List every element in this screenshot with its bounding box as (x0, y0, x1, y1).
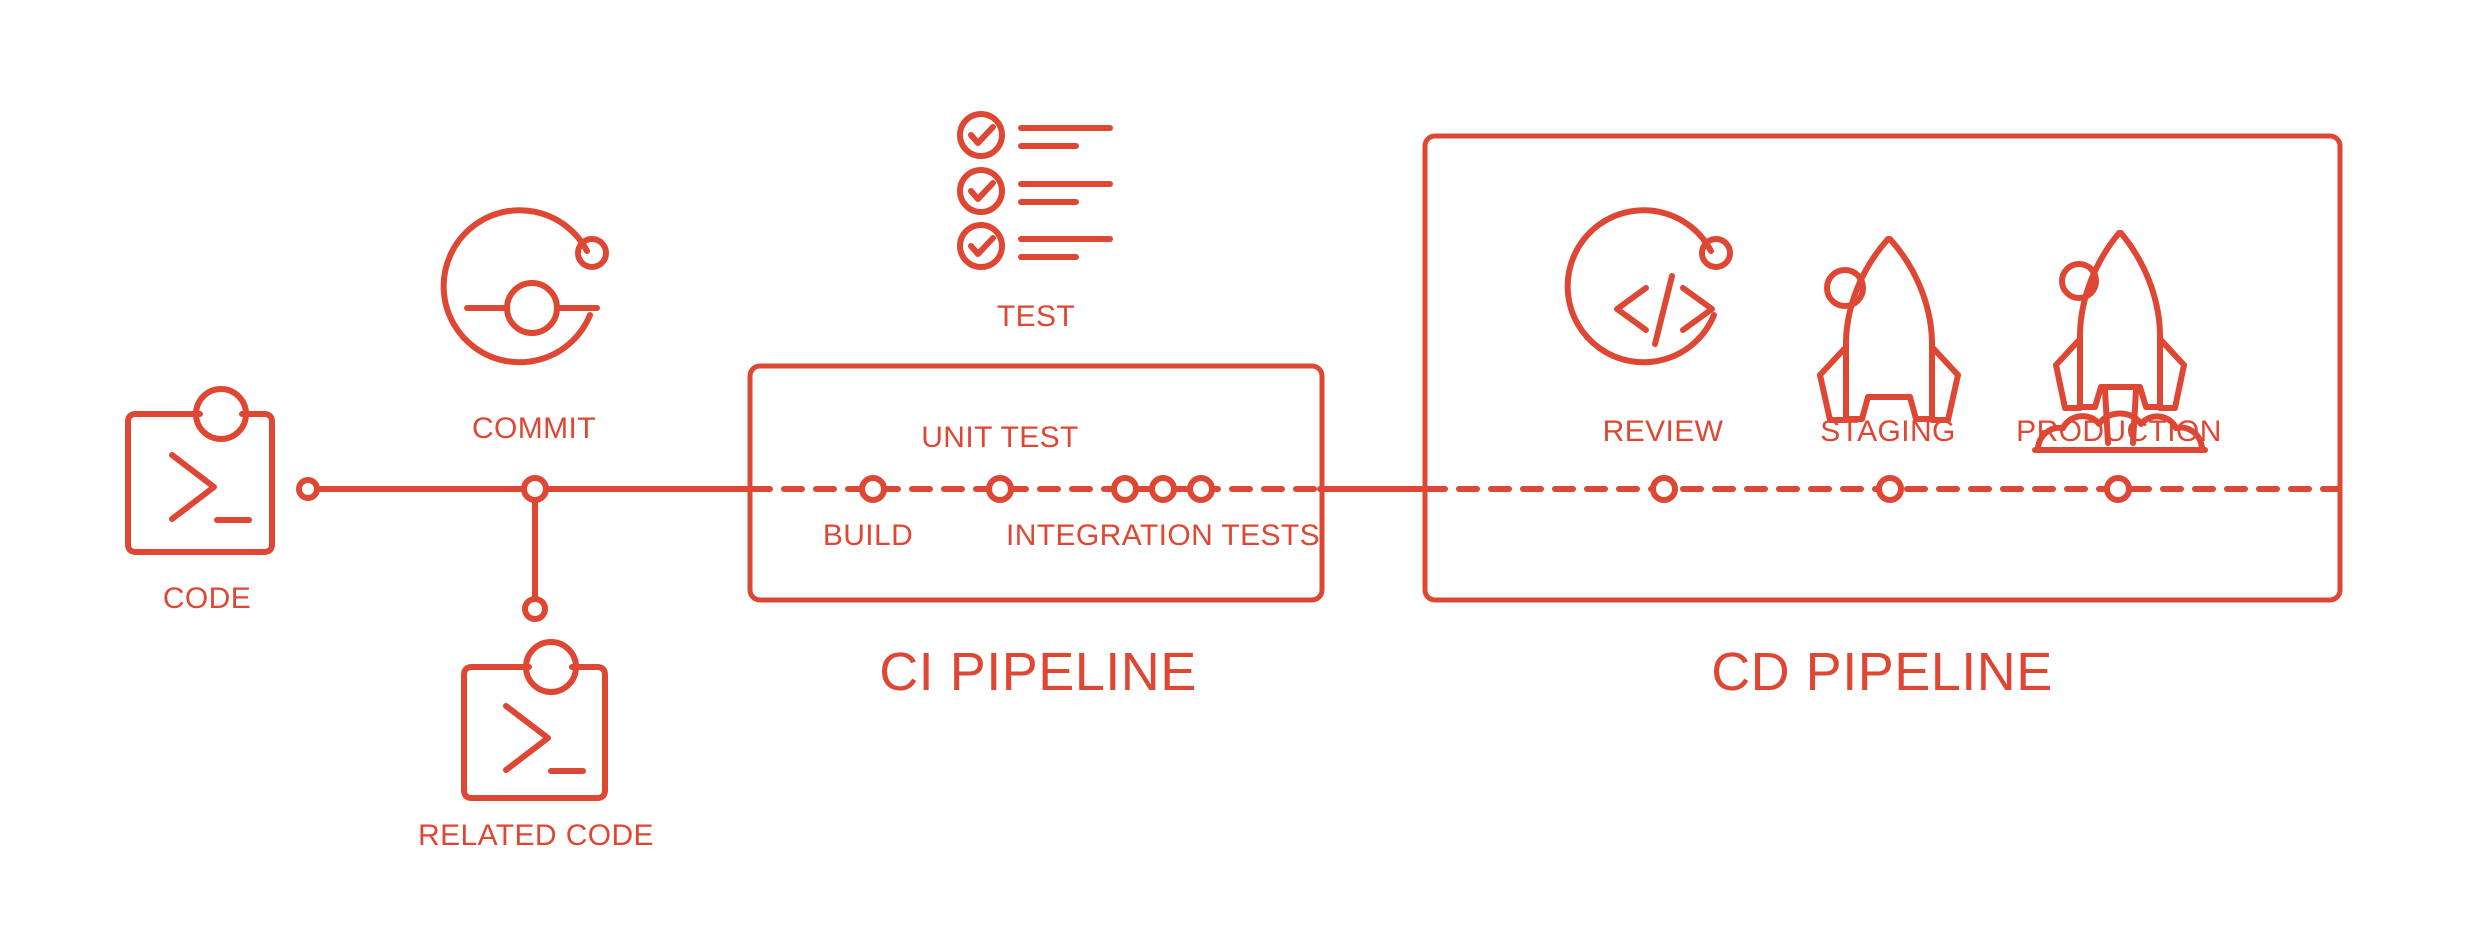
timeline-node-related-code[interactable] (522, 596, 548, 622)
timeline-node-unit-test[interactable] (986, 475, 1014, 503)
related-code-icon (461, 639, 608, 801)
test-icon (957, 111, 1113, 270)
code-icon (125, 386, 275, 555)
review-label: REVIEW (1603, 415, 1724, 448)
timeline-node-integration-test-2[interactable] (1149, 475, 1177, 503)
code-label: CODE (163, 582, 251, 615)
timeline-node-review[interactable] (1650, 475, 1678, 503)
timeline-node-staging[interactable] (1876, 475, 1904, 503)
timeline-node-integration-test-3[interactable] (1187, 475, 1215, 503)
production-label: PRODUCTION (2016, 415, 2222, 448)
production-icon (2032, 230, 2208, 453)
timeline-node-commit[interactable] (521, 475, 549, 503)
staging-label: STAGING (1820, 415, 1956, 448)
timeline-node-production[interactable] (2104, 475, 2132, 503)
timeline-node-build[interactable] (859, 475, 887, 503)
ci-pipeline-box (747, 363, 1325, 603)
test-label: TEST (997, 300, 1075, 333)
commit-icon (440, 207, 609, 366)
timeline-node-start[interactable] (296, 477, 320, 501)
cd-pipeline-label: CD PIPELINE (1711, 642, 2053, 702)
staging-icon (1817, 236, 1961, 423)
build-label: BUILD (823, 519, 913, 552)
review-icon (1564, 207, 1733, 366)
integration-tests-label: INTEGRATION TESTS (1006, 519, 1320, 552)
unit-test-label: UNIT TEST (921, 421, 1079, 454)
commit-label: COMMIT (472, 412, 596, 445)
cd-pipeline-box (1422, 133, 2343, 603)
timeline-node-integration-test-1[interactable] (1111, 475, 1139, 503)
related-code-label: RELATED CODE (418, 819, 654, 852)
ci-pipeline-label: CI PIPELINE (879, 642, 1197, 702)
